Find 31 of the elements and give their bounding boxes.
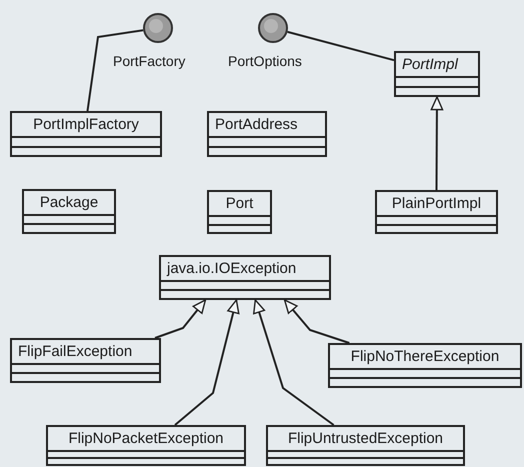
class-box: [328, 343, 522, 388]
interface-name: PortOptions: [228, 53, 302, 69]
class-box: [159, 255, 331, 300]
class-name: FlipFailException: [17, 342, 134, 362]
connector-line: [287, 30, 394, 62]
generalization-arrow: [284, 299, 350, 344]
class-name: FlipNoThereException: [350, 347, 500, 367]
class-box: [22, 189, 116, 234]
class-box: [394, 51, 480, 97]
class-name: PortAddress: [214, 115, 299, 135]
class-name: Package: [38, 193, 100, 213]
class-box: [207, 111, 327, 157]
interface-name: PortFactory: [113, 53, 186, 69]
class-name: PlainPortImpl: [390, 194, 482, 214]
class-name: java.io.IOException: [166, 259, 298, 279]
generalization-arrow: [430, 96, 444, 190]
connector-line: [86, 29, 144, 112]
class-box: [10, 111, 162, 157]
class-box: [375, 190, 498, 234]
generalization-arrow: [154, 299, 206, 339]
class-name: PortImpl: [401, 55, 460, 75]
class-box: [207, 190, 272, 234]
class-box: [266, 425, 465, 466]
class-name: FlipNoPacketException: [67, 429, 225, 449]
class-name: Port: [224, 194, 254, 214]
class-name: FlipUntrustedException: [286, 429, 444, 449]
class-box: [10, 338, 161, 383]
generalization-arrow: [174, 299, 240, 426]
class-box: [46, 425, 246, 466]
class-name: PortImplFactory: [32, 115, 140, 135]
generalization-arrow: [253, 299, 334, 426]
